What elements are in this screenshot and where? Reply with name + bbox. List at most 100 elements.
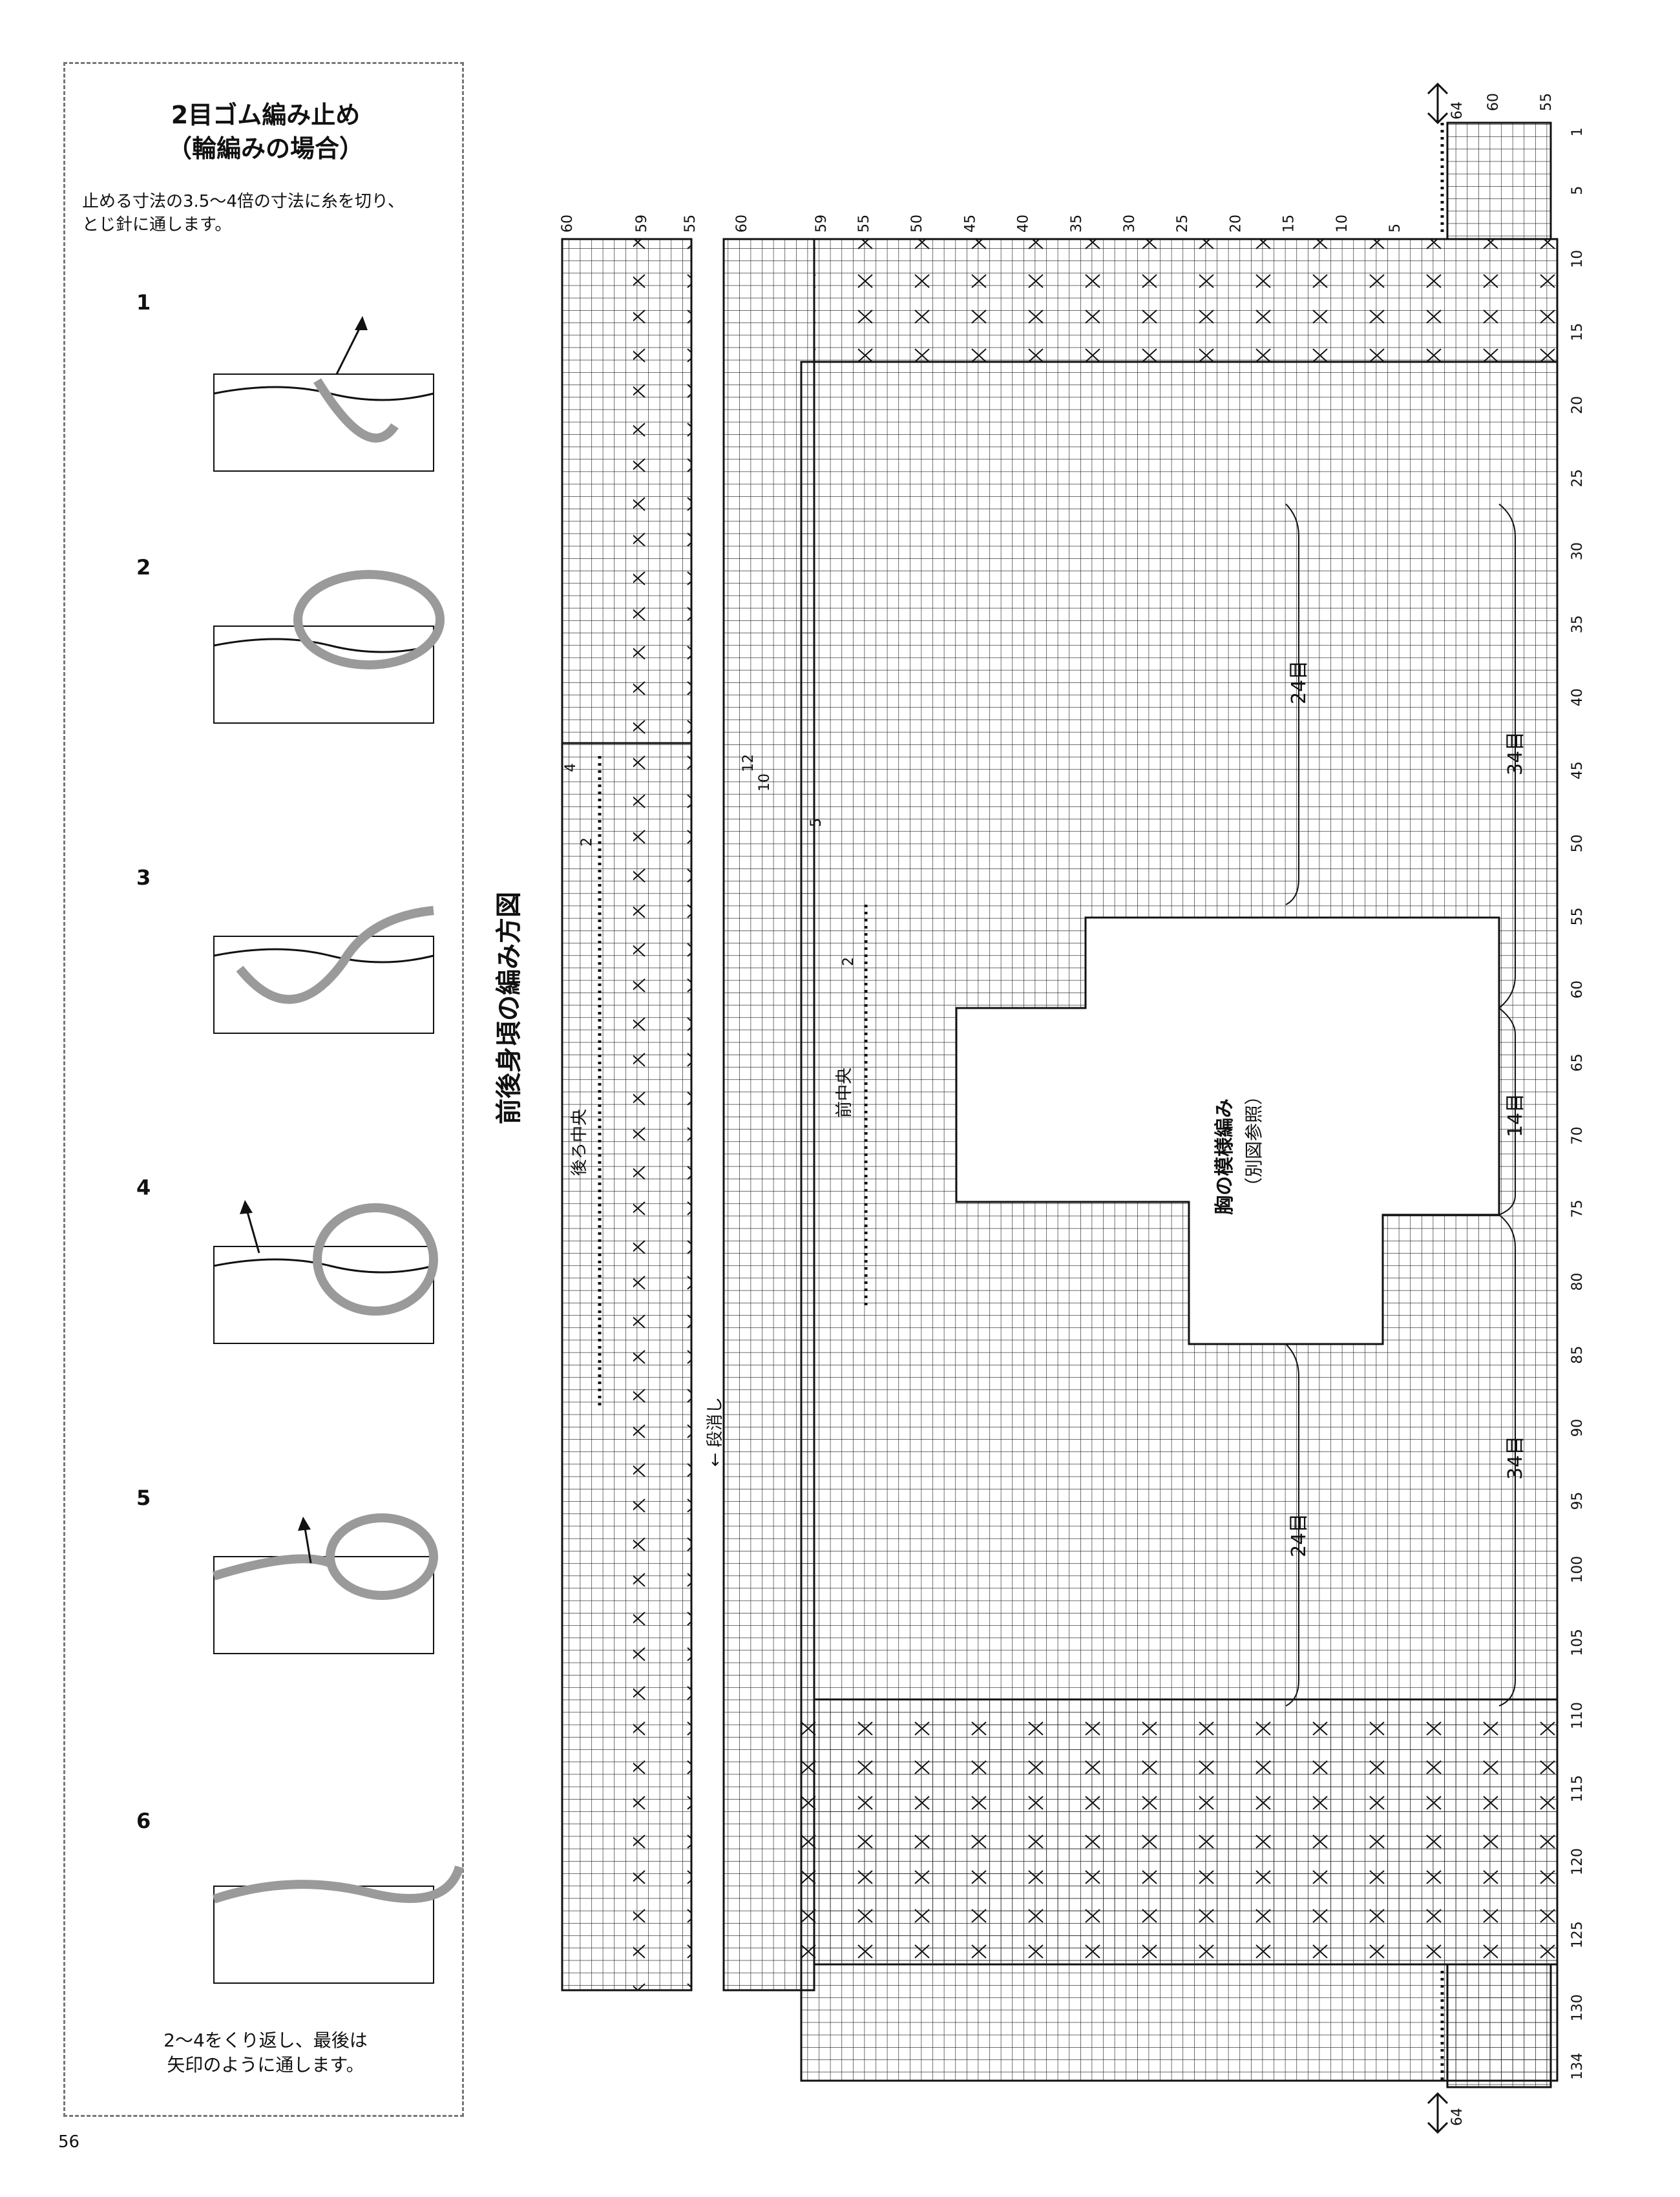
- stitch-64-top: 64: [1449, 101, 1465, 120]
- row-number-label: 45: [1570, 761, 1586, 779]
- rotated-labels: 後ろ中央 前中央 ← 段消し 胸の模様編み （別図参照） 24目 34目 14目…: [560, 93, 1555, 2126]
- stitch-number-label: 30: [1122, 215, 1138, 233]
- row-number-label: 1: [1570, 127, 1586, 136]
- dimension-14-bracket: [1498, 1007, 1516, 1215]
- top-arrow-icon: [1427, 82, 1449, 125]
- sidebar-title: 2目ゴム編み止め: [171, 101, 361, 129]
- side-count-front-10: 10: [757, 773, 773, 792]
- dimension-34-lower-bracket: [1498, 1214, 1516, 1707]
- cable-band-top: [814, 239, 1557, 362]
- front-left-stitch-60: 60: [734, 215, 750, 233]
- stitch-number-label: 25: [1175, 215, 1191, 233]
- stitch-number-label: 50: [909, 215, 925, 233]
- step-4-illustration: [213, 1200, 438, 1344]
- chest-pattern-label-2: （別図参照）: [1243, 1087, 1265, 1195]
- row-number-label: 65: [1570, 1054, 1586, 1072]
- stitch-number-label: 15: [1281, 215, 1297, 233]
- step-number-5: 5: [136, 1486, 151, 1510]
- stitch-60-top: 60: [1486, 93, 1502, 111]
- row-number-label: 90: [1570, 1419, 1586, 1437]
- bottom-ribbing-grid: [1446, 1963, 1552, 2088]
- row-number-label: 120: [1570, 1848, 1586, 1875]
- row-number-label: 15: [1570, 323, 1586, 341]
- row-number-label: 10: [1570, 250, 1586, 268]
- step-number-6: 6: [136, 1809, 151, 1833]
- chest-pattern-label-1: 胸の模様編み: [1213, 1098, 1236, 1215]
- stitch-55-top: 55: [1538, 93, 1555, 111]
- row-number-label: 115: [1570, 1775, 1586, 1802]
- row-number-label: 70: [1570, 1127, 1586, 1145]
- stitch-64-bottom: 64: [1449, 2108, 1465, 2126]
- row-number-label: 55: [1570, 907, 1586, 925]
- dimension-34-upper-bracket: [1498, 503, 1516, 1009]
- intro-line-2: とじ針に通します。: [82, 215, 232, 235]
- row-number-label: 60: [1570, 980, 1586, 998]
- row-number-label: 40: [1570, 688, 1586, 706]
- row-number-label: 85: [1570, 1346, 1586, 1364]
- dimension-24-upper-bracket: [1285, 503, 1299, 905]
- chest-pattern-opening: [955, 916, 1500, 1345]
- step-number-4: 4: [136, 1175, 151, 1200]
- row-number-label: 80: [1570, 1273, 1586, 1291]
- page-number: 56: [58, 2132, 80, 2152]
- end-note-line-1: 2〜4をくり返し、最後は: [163, 2030, 368, 2051]
- front-left-edge-grid: [722, 238, 815, 1992]
- stitch-number-label: 40: [1016, 215, 1032, 233]
- row-number-label: 50: [1570, 834, 1586, 852]
- intro-line-1: 止める寸法の3.5〜4倍の寸法に糸を切り、: [82, 192, 404, 211]
- row-number-label: 75: [1570, 1200, 1586, 1218]
- row-cancel-label: ← 段消し: [706, 1397, 725, 1467]
- stitch-number-label: 35: [1069, 215, 1085, 233]
- dimension-14-label: 14目: [1504, 1093, 1527, 1137]
- row-number-label: 5: [1570, 186, 1586, 195]
- dimension-24-lower-label: 24目: [1288, 1513, 1310, 1557]
- chart-grid: [561, 121, 1559, 2088]
- step-number-2: 2: [136, 555, 151, 580]
- row-number-labels: 1510152025303540455055606570758085909510…: [1570, 127, 1586, 2079]
- row-number-label: 35: [1570, 615, 1586, 633]
- dimension-34-lower-label: 34目: [1504, 1436, 1527, 1480]
- end-note-line-2: 矢印のように通します。: [167, 2054, 364, 2076]
- row-number-label: 130: [1570, 1994, 1586, 2021]
- bind-off-sidebar: 2目ゴム編み止め （輪編みの場合） 止める寸法の3.5〜4倍の寸法に糸を切り、 …: [63, 62, 464, 2117]
- row-number-label: 125: [1570, 1921, 1586, 1948]
- row-number-label: 95: [1570, 1492, 1586, 1510]
- stitch-number-label: 5: [1387, 224, 1403, 233]
- side-count-back-4: 4: [563, 763, 579, 772]
- row-number-label: 30: [1570, 542, 1586, 560]
- row-number-label: 110: [1570, 1702, 1586, 1729]
- back-center-label: 後ろ中央: [570, 1109, 589, 1176]
- side-count-front-2: 2: [841, 957, 857, 966]
- sidebar-intro: 止める寸法の3.5〜4倍の寸法に糸を切り、 とじ針に通します。: [82, 190, 457, 237]
- top-ribbing-grid: [1446, 121, 1552, 240]
- step-1-illustration: [213, 316, 434, 472]
- back-stitch-55: 55: [682, 215, 698, 233]
- row-number-label: 105: [1570, 1629, 1586, 1656]
- side-count-front-12: 12: [740, 754, 757, 772]
- dimension-34-upper-label: 34目: [1504, 731, 1527, 775]
- row-number-label: 20: [1570, 396, 1586, 414]
- sidebar-subtitle: （輪編みの場合）: [167, 134, 364, 163]
- sidebar-end-note: 2〜4をくり返し、最後は 矢印のように通します。: [65, 2028, 466, 2077]
- back-panel-grid: [633, 239, 691, 1990]
- step-2-illustration: [213, 570, 445, 724]
- step-number-3: 3: [136, 865, 151, 890]
- cable-band-bottom: [788, 1699, 1557, 1964]
- step-3-illustration: [213, 906, 434, 1034]
- back-stitch-60: 60: [560, 215, 576, 233]
- dimension-24-lower-bracket: [1285, 1343, 1299, 1707]
- stitch-number-label: 20: [1228, 215, 1244, 233]
- side-count-back-2: 2: [579, 837, 595, 846]
- step-number-1: 1: [136, 290, 151, 315]
- row-number-label: 100: [1570, 1556, 1586, 1583]
- bottom-arrow-icon: [1427, 2092, 1449, 2134]
- front-center-label: 前中央: [835, 1067, 854, 1118]
- step-6-illustration: [212, 1865, 464, 1984]
- row-number-label: 25: [1570, 469, 1586, 487]
- stitch-number-label: 45: [962, 215, 978, 233]
- stitch-number-label: 59: [814, 215, 830, 233]
- step-5-illustration: [212, 1513, 438, 1654]
- row-number-label: 134: [1570, 2053, 1586, 2080]
